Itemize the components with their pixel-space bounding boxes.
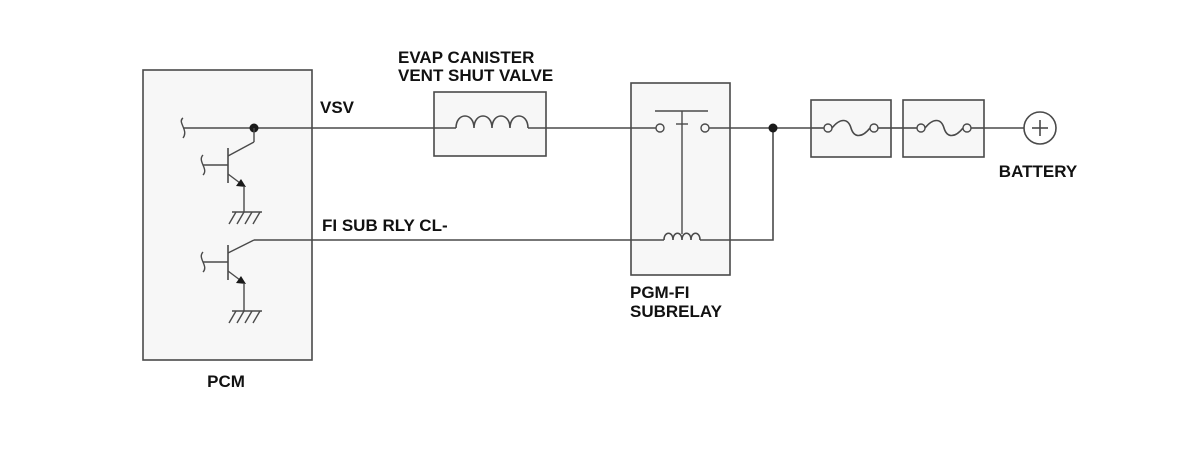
transistor-vsv-icon [200,128,262,225]
supply-junction-dot [768,123,778,133]
relay-contact-left-icon [655,123,665,133]
pgm-fi-subrelay: PGM-FI SUBRELAY [630,82,731,321]
relay-coil-icon [663,232,701,241]
evap-label-line1: EVAP CANISTER [398,48,534,67]
evap-canister-vent-shut-valve: EVAP CANISTER VENT SHUT VALVE [398,48,553,157]
wires [254,123,1024,241]
battery-positive-icon [1023,111,1057,145]
pcm-input-squiggle-top [180,117,186,139]
subrelay-box [630,82,731,276]
battery: BATTERY [999,111,1078,181]
fi-sub-rly-label: FI SUB RLY CL- [322,216,448,235]
pcm-box [142,69,313,361]
battery-label: BATTERY [999,162,1078,181]
evap-label-line2: VENT SHUT VALVE [398,66,553,85]
wire-coil-return [730,128,774,241]
fuse-2 [902,99,985,158]
vsv-label: VSV [320,98,355,117]
fuse-2-icon [924,119,964,137]
subrelay-label-line2: SUBRELAY [630,302,723,321]
evap-valve-box [433,91,547,157]
subrelay-label-line1: PGM-FI [630,283,690,302]
pcm-label: PCM [207,372,245,391]
fuse-1-icon [831,119,871,137]
fuse-1 [810,99,892,158]
pcm-module: PCM [142,69,313,391]
transistor-fi-sub-rly-icon [200,239,262,324]
solenoid-coil-icon [455,115,529,129]
